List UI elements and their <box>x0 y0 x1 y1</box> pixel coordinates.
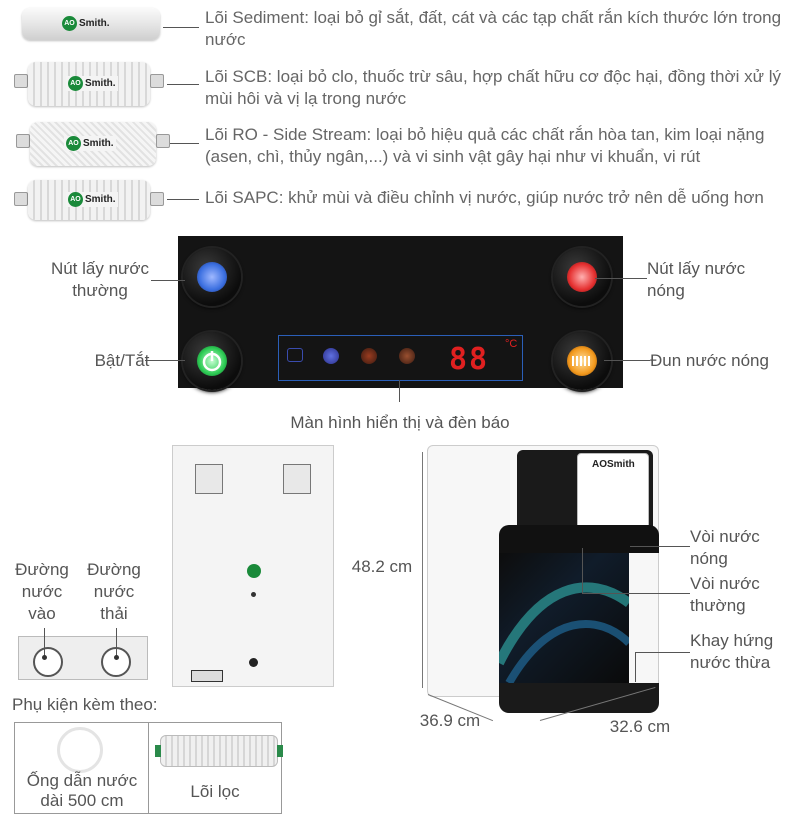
water-out-label: Đường nước thải <box>87 560 141 623</box>
normal-tap-label: Vòi nước thường <box>690 574 760 615</box>
drip-tray-label: Khay hứng nước thừa <box>690 631 774 672</box>
heat-icon <box>567 346 597 376</box>
hot-tap-label: Vòi nước nóng <box>690 527 760 568</box>
filter-description: Lõi SAPC: khử mùi và điều chỉnh vị nước,… <box>205 188 764 207</box>
display-indicator-icon <box>361 348 377 364</box>
heat-button <box>553 332 611 390</box>
filter-description: Lõi RO - Side Stream: loại bỏ hiệu quả c… <box>205 125 765 166</box>
display-digits: 88 <box>449 342 490 377</box>
accessories-title: Phụ kiện kèm theo: <box>12 695 158 714</box>
water-in-label: Đường nước vào <box>15 560 69 623</box>
normal-water-button <box>183 248 241 306</box>
display-screen: 88 °C <box>278 335 523 381</box>
hot-cup-icon <box>567 262 597 292</box>
filter-description: Lõi Sediment: loại bỏ gỉ sắt, đất, cát v… <box>205 8 782 49</box>
display-indicator-icon <box>399 348 415 364</box>
width-dimension: 36.9 cm <box>419 711 481 730</box>
power-button-label: Bật/Tắt <box>94 351 150 370</box>
control-panel-image <box>178 236 623 388</box>
accessory-hose-label: Ống dẫn nước dài 500 cm <box>26 771 138 810</box>
normal-water-button-label: Nút lấy nước thường <box>50 259 150 300</box>
water-hose-image <box>57 727 103 773</box>
heat-button-label: Đun nước nóng <box>650 351 769 370</box>
display-label: Màn hình hiển thị và đèn báo <box>290 413 510 432</box>
rear-ports-closeup <box>18 636 148 680</box>
depth-dimension: 32.6 cm <box>609 717 671 736</box>
accessory-filter-label: Lõi lọc <box>190 782 240 801</box>
display-indicator-icon <box>287 348 303 362</box>
power-button <box>183 332 241 390</box>
accessories-box: Ống dẫn nước dài 500 cm Lõi lọc <box>14 722 283 814</box>
power-icon <box>197 346 227 376</box>
rear-view-image <box>172 445 334 687</box>
filter-cartridge-image <box>155 735 283 767</box>
front-view-image: AOSmith <box>427 445 659 715</box>
height-dimension: 48.2 cm <box>351 557 413 576</box>
cup-icon <box>197 262 227 292</box>
display-unit: °C <box>505 338 518 350</box>
hot-water-button <box>553 248 611 306</box>
front-brand-logo: AOSmith <box>592 459 635 470</box>
hot-water-button-label: Nút lấy nước nóng <box>647 259 746 300</box>
display-indicator-icon <box>323 348 339 364</box>
filter-description: Lõi SCB: loại bỏ clo, thuốc trừ sâu, hợp… <box>205 67 781 108</box>
